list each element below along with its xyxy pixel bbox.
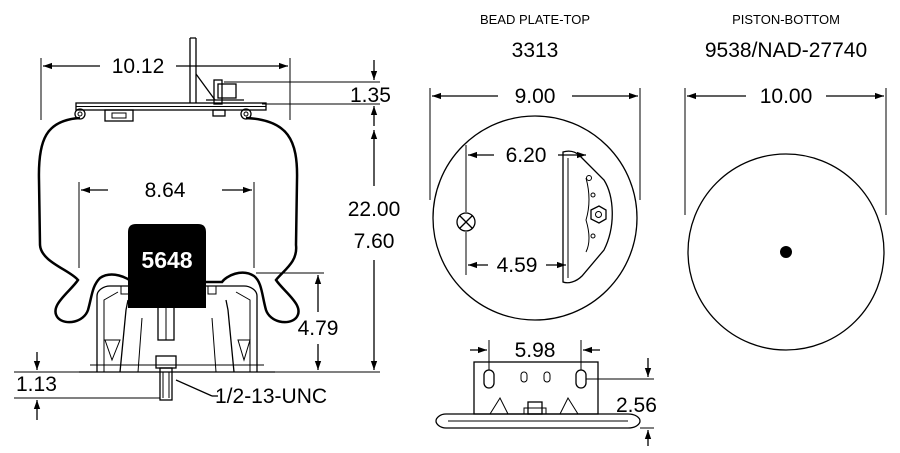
bead-plate-view: BEAD PLATE-TOP 3313 9.00 6 — [429, 12, 657, 446]
piston-caption: PISTON-BOTTOM — [732, 12, 840, 27]
dim-inner-width: 8.64 — [145, 179, 186, 202]
piston-outline — [687, 153, 885, 351]
dim-mount-width: 5.98 — [515, 339, 556, 362]
mounting-bracket — [189, 37, 244, 117]
piston-body — [79, 285, 275, 373]
dim-stud-upper: 6.20 — [506, 144, 547, 167]
thread-spec: 1/2-13-UNC — [215, 385, 327, 408]
dim-stud-lower: 4.59 — [497, 254, 538, 277]
bead-plate-outline — [432, 115, 638, 321]
dim-compressed-height: 7.60 — [354, 230, 395, 253]
dim-extended-height: 22.00 — [348, 198, 401, 221]
rubber-bellows — [37, 116, 300, 324]
top-bead-plate — [74, 102, 267, 122]
dim-base-offset: 1.13 — [16, 373, 57, 396]
bumper-stamp: 5648 — [141, 247, 192, 273]
dim-piston-diameter: 10.00 — [760, 85, 813, 108]
piston-part-number: 9538/NAD-27740 — [705, 39, 867, 62]
piston-bottom-view: PISTON-BOTTOM 9538/NAD-27740 10.00 — [684, 12, 887, 351]
dim-plate-offset: 1.35 — [350, 84, 391, 107]
bracket-side-view — [435, 361, 641, 429]
air-spring-side-view: 5648 10.12 1.35 22.00 7.60 — [14, 37, 401, 420]
bottom-stud — [155, 289, 177, 401]
dim-mount-height: 2.56 — [616, 394, 657, 417]
dim-bead-diameter: 9.00 — [515, 85, 556, 108]
plate-bracket — [562, 150, 613, 284]
piston-center-hole — [780, 246, 792, 258]
bead-plate-caption: BEAD PLATE-TOP — [480, 12, 590, 27]
bead-plate-part-number: 3313 — [512, 39, 559, 62]
dim-top-width: 10.12 — [112, 55, 165, 78]
dim-piston-height: 4.79 — [298, 317, 339, 340]
internal-bumper — [128, 224, 206, 308]
air-fitting-marker — [456, 212, 476, 232]
